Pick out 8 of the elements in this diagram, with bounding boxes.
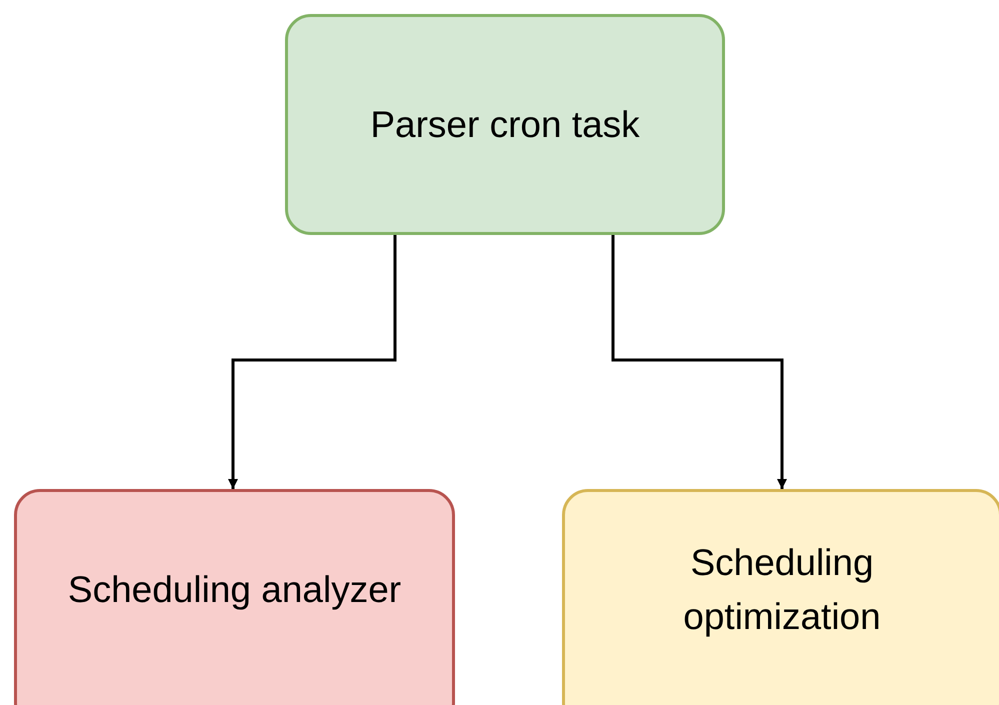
process-box xyxy=(562,489,999,705)
process-box xyxy=(14,489,455,705)
node-label: Scheduling optimization xyxy=(682,541,882,639)
process-box xyxy=(285,14,725,235)
arrow xyxy=(228,235,396,489)
node-label: Parser cron task xyxy=(370,102,640,147)
node-label: Scheduling analyzer xyxy=(68,568,402,612)
arrow xyxy=(612,235,787,489)
